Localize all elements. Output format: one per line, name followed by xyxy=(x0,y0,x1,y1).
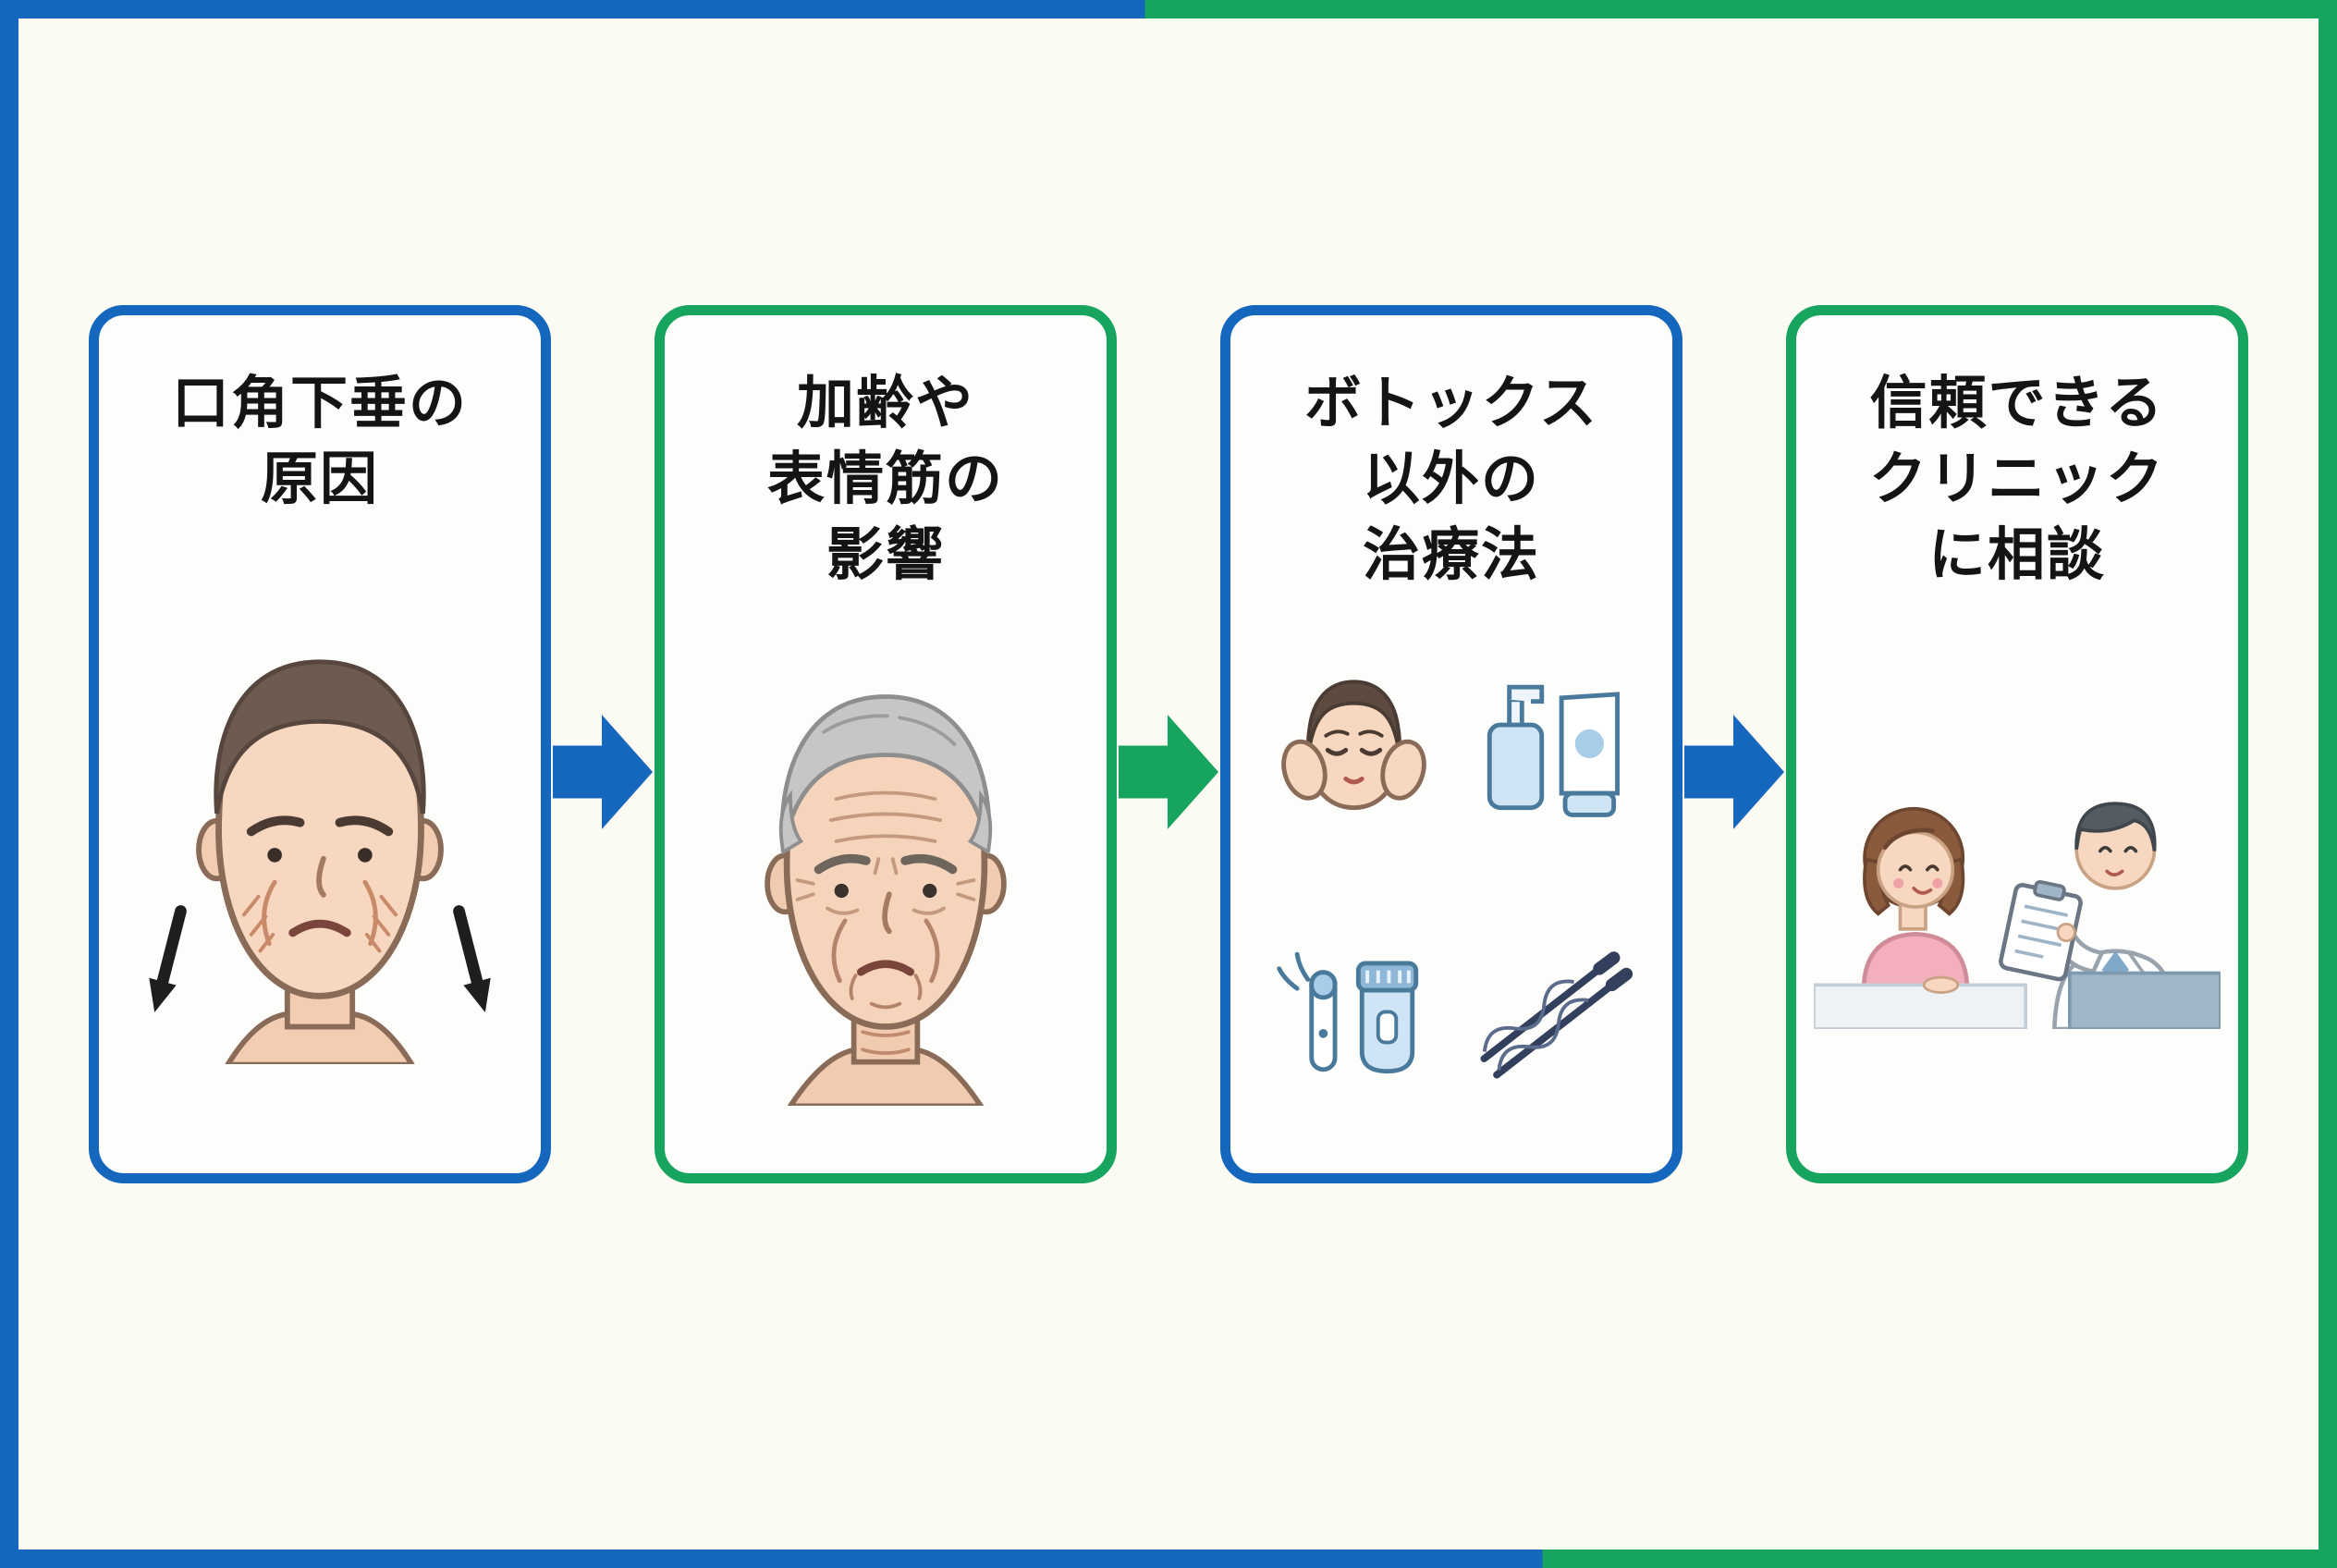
title-line: 治療法 xyxy=(1362,520,1540,588)
step-card-treatments: ボトックス 以外の 治療法 xyxy=(1220,305,1682,1183)
frame-border-top xyxy=(0,0,2337,18)
step-card-causes: 口角下垂の 原因 xyxy=(89,305,551,1183)
title-line: 以外の xyxy=(1362,444,1540,512)
frame-border-right xyxy=(2319,0,2337,1568)
step-title-treatments: ボトックス 以外の 治療法 xyxy=(1304,365,1598,592)
title-line: クリニック xyxy=(1868,444,2165,512)
facial-massage-icon xyxy=(1280,679,1426,810)
treatment-icons-grid xyxy=(1230,592,1672,1173)
frame-border-left xyxy=(0,0,18,1568)
step-title-aging: 加齢や 表情筋の 影響 xyxy=(767,365,1004,592)
beauty-devices-icon xyxy=(1276,951,1418,1074)
arrow-right-icon xyxy=(1684,715,1784,829)
flow-arrow-2 xyxy=(1117,703,1220,841)
frame-border-bottom xyxy=(0,1550,2337,1568)
flow-arrow-1 xyxy=(551,703,655,841)
flow-arrow-3 xyxy=(1682,703,1786,841)
downward-arrow-icon xyxy=(149,904,187,1012)
arrow-right-icon xyxy=(553,715,653,829)
arrow-right-icon xyxy=(1119,715,1218,829)
process-flow: 口角下垂の 原因 xyxy=(89,305,2248,1183)
patient-doctor-icon xyxy=(1814,802,2221,1029)
step-title-clinic: 信頼できる クリニック に相談 xyxy=(1869,365,2165,592)
title-line: 原因 xyxy=(260,444,379,512)
downward-arrow-icon xyxy=(453,904,491,1012)
title-line: に相談 xyxy=(1927,520,2106,588)
thread-lift-icon xyxy=(1480,951,1633,1079)
elderly-face-icon xyxy=(765,693,1007,1106)
title-line: 信頼できる xyxy=(1869,369,2165,436)
worried-face-illustration xyxy=(99,517,541,1173)
title-line: 影響 xyxy=(826,520,945,588)
title-line: 表情筋の xyxy=(766,444,1004,512)
elderly-face-illustration xyxy=(665,592,1107,1173)
step-card-aging: 加齢や 表情筋の 影響 xyxy=(655,305,1117,1183)
drooping-mouth-face-icon xyxy=(149,658,491,1065)
step-card-clinic: 信頼できる クリニック に相談 xyxy=(1786,305,2248,1183)
title-line: 加齢や xyxy=(796,369,974,436)
title-line: 口角下垂の xyxy=(171,369,468,436)
skincare-products-icon xyxy=(1487,684,1620,817)
title-line: ボトックス xyxy=(1303,369,1599,436)
step-title-causes: 口角下垂の 原因 xyxy=(172,365,468,517)
consultation-illustration xyxy=(1796,592,2238,1173)
